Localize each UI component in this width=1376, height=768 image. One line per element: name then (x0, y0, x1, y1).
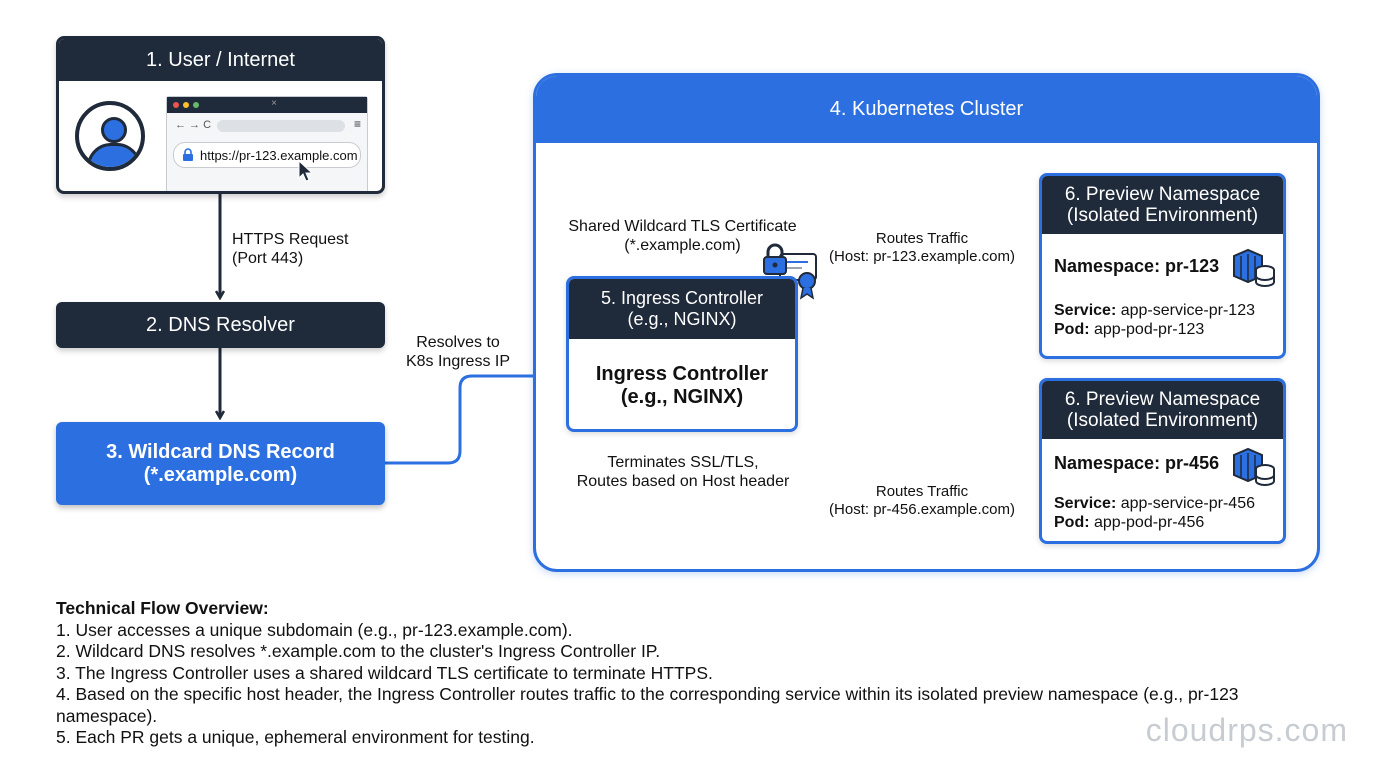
pod-line: Pod: app-pod-pr-456 (1054, 514, 1205, 531)
overview-item: 5. Each PR gets a unique, ephemeral envi… (56, 727, 535, 747)
browser-tab-bar (217, 120, 345, 132)
lock-icon (183, 148, 193, 161)
overview-item: 3. The Ingress Controller uses a shared … (56, 662, 713, 683)
user-avatar-icon (75, 101, 145, 171)
service-line: Service: app-service-pr-456 (1054, 495, 1255, 512)
namespace-name: Namespace: pr-456 (1054, 453, 1220, 473)
namespace-header: 6. Preview Namespace (Isolated Environme… (1042, 381, 1283, 439)
dns-resolver-box: 2. DNS Resolver (56, 302, 385, 348)
overview-item: 1. User accesses a unique subdomain (e.g… (56, 619, 573, 640)
routes-traffic-label-1: Routes Traffic (Host: pr-123.example.com… (829, 230, 1015, 265)
watermark-text: cloudrps.com (1145, 712, 1348, 748)
cursor-icon (298, 159, 314, 182)
kubernetes-cluster-title: 4. Kubernetes Cluster (536, 76, 1317, 143)
wildcard-dns-domain: (*.example.com) (143, 463, 298, 486)
pod-line: Pod: app-pod-pr-123 (1054, 321, 1205, 338)
overview-item: 4. Based on the specific host header, th… (56, 684, 1239, 726)
dns-resolver-title: 2. DNS Resolver (146, 313, 295, 336)
resolves-label: Resolves to K8s Ingress IP (405, 334, 511, 370)
https-request-label: HTTPS Request (Port 443) (232, 231, 349, 267)
user-internet-box: 1. User / Internet × ← → C ≡ https://pr-… (56, 36, 385, 194)
technical-flow-overview: Technical Flow Overview: 1. User accesse… (56, 598, 1336, 749)
namespace-name: Namespace: pr-123 (1054, 256, 1220, 276)
url-text: https://pr-123.example.com (200, 147, 358, 163)
browser-window: × ← → C ≡ https://pr-123.example.com (166, 96, 368, 191)
tls-certificate-icon (763, 243, 817, 300)
wildcard-dns-record-box: 3. Wildcard DNS Record (*.example.com) (56, 422, 385, 505)
preview-namespace-pr-456: 6. Preview Namespace (Isolated Environme… (1039, 378, 1286, 544)
container-database-icon (1233, 248, 1275, 287)
wildcard-dns-title: 3. Wildcard DNS Record (106, 440, 335, 463)
ingress-controller-body: Ingress Controller (e.g., NGINX) (595, 362, 769, 408)
overview-item: 2. Wildcard DNS resolves *.example.com t… (56, 641, 661, 661)
terminates-label: Terminates SSL/TLS, Routes based on Host… (576, 454, 790, 490)
arrow-record-to-ingress (385, 376, 562, 465)
namespace-header: 6. Preview Namespace (Isolated Environme… (1042, 176, 1283, 234)
url-address-bar: https://pr-123.example.com (173, 142, 361, 168)
container-database-icon (1233, 447, 1275, 486)
browser-nav-icons: ← → C (175, 119, 212, 131)
close-tab-icon: × (271, 98, 277, 109)
ingress-controller-header: 5. Ingress Controller (e.g., NGINX) (569, 279, 795, 339)
ingress-controller-box: 5. Ingress Controller (e.g., NGINX) Ingr… (566, 276, 798, 432)
overview-title: Technical Flow Overview: (56, 598, 269, 618)
menu-icon: ≡ (353, 117, 361, 131)
routes-traffic-label-2: Routes Traffic (Host: pr-456.example.com… (829, 483, 1015, 518)
preview-namespace-pr-123: 6. Preview Namespace (Isolated Environme… (1039, 173, 1286, 359)
service-line: Service: app-service-pr-123 (1054, 302, 1255, 319)
user-internet-title: 1. User / Internet (59, 39, 382, 81)
certificate-label: Shared Wildcard TLS Certificate (*.examp… (568, 218, 797, 254)
